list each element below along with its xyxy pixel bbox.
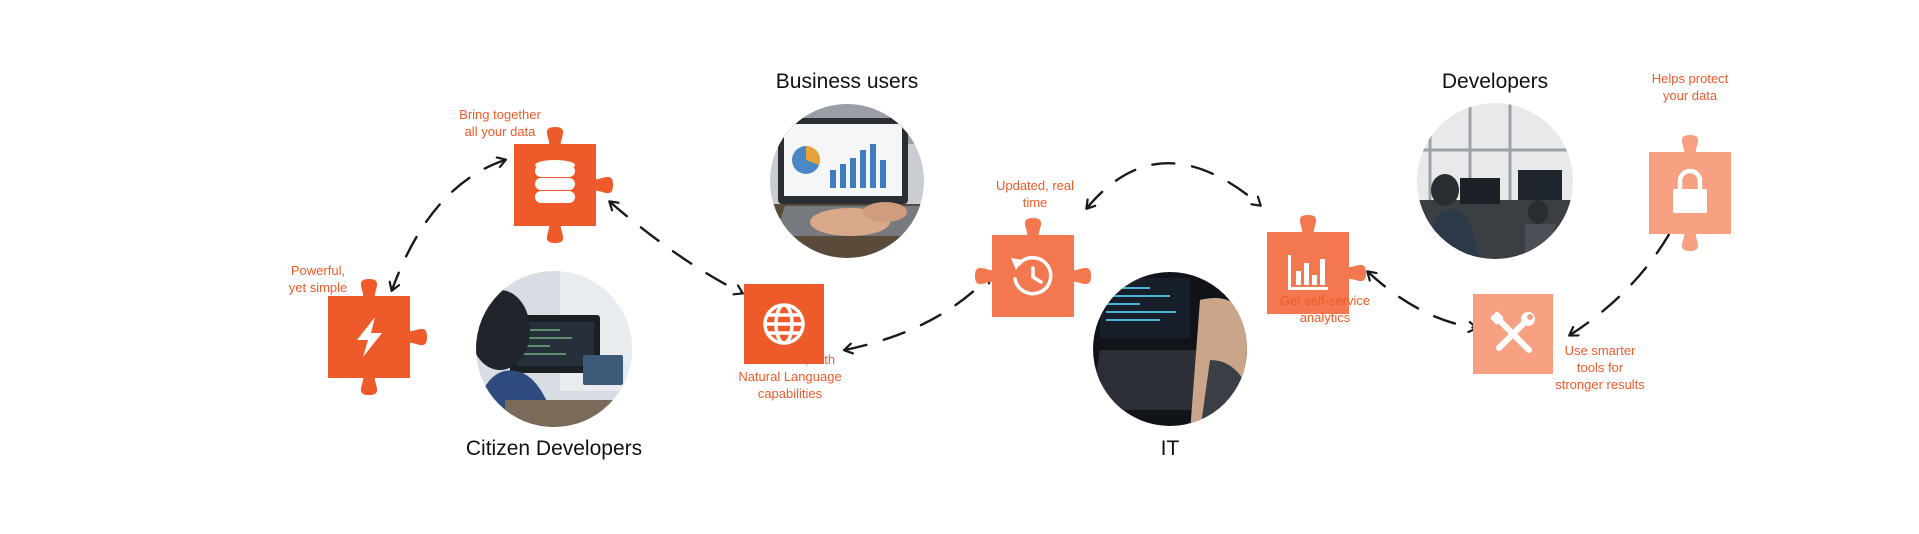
lock-icon [1673, 168, 1707, 213]
label-line: Interactive, with [744, 352, 836, 367]
arrow-smarter-tools-to-protect [1570, 222, 1676, 335]
arrow-updated-to-self-service [1087, 162, 1260, 208]
label-line: Bring together [459, 107, 541, 122]
puzzle-piece-interactive [744, 284, 824, 364]
puzzle-piece-updated [974, 217, 1092, 317]
label-powerful: Powerful, yet simple [268, 262, 368, 296]
arrow-interactive-to-updated [845, 275, 990, 350]
label-self-service: Get self-service analytics [1255, 292, 1395, 326]
arrow-bring-together-to-powerful [392, 160, 505, 290]
puzzle-piece-self-service [1267, 214, 1367, 314]
label-line: Updated, real [995, 178, 1075, 193]
puzzle-piece-bring-together [514, 126, 614, 244]
globe-icon [763, 303, 805, 345]
puzzle-piece-protect [1649, 134, 1731, 252]
bar-chart-icon [1288, 255, 1328, 290]
puzzle-pieces [328, 126, 1731, 396]
label-line: yet simple [288, 280, 348, 295]
photo-citizen-developers [476, 271, 632, 427]
lightning-icon [357, 317, 382, 357]
puzzle-piece-smarter-tools [1473, 294, 1553, 374]
label-bring-together: Bring together all your data [440, 106, 560, 140]
clock-refresh-icon [1011, 256, 1053, 296]
label-line: Natural Language [738, 369, 842, 384]
photo-developers [1417, 103, 1573, 259]
arrow-self-service-to-smarter-tools [1368, 272, 1476, 328]
label-line: your data [1662, 88, 1718, 103]
photo-business-users [770, 104, 924, 258]
tools-icon [1490, 311, 1535, 353]
label-line: Use smarter [1564, 343, 1636, 358]
label-line: all your data [464, 124, 536, 139]
arrow-bring-together-to-interactive [610, 202, 742, 293]
label-line: capabilities [757, 386, 823, 401]
photo-it [1093, 272, 1247, 426]
label-interactive: Interactive, with Natural Language capab… [720, 351, 860, 402]
label-line: time [1022, 195, 1048, 210]
puzzle-piece-powerful [328, 278, 428, 396]
label-line: Helps protect [1651, 71, 1729, 86]
database-icon [535, 160, 575, 203]
label-smarter-tools: Use smarter tools for stronger results [1540, 342, 1660, 393]
label-line: tools for [1576, 360, 1624, 375]
label-line: analytics [1299, 310, 1351, 325]
label-updated: Updated, real time [975, 177, 1095, 211]
connector-arrows [392, 160, 1676, 350]
persona-it: IT [1160, 437, 1180, 460]
label-line: Powerful, [290, 263, 346, 278]
label-line: stronger results [1555, 377, 1645, 392]
persona-developers: Developers [1441, 70, 1549, 93]
persona-citizen-developers: Citizen Developers [465, 437, 643, 460]
label-protect: Helps protect your data [1630, 70, 1750, 104]
persona-business-users: Business users [775, 70, 919, 93]
label-line: Get self-service [1279, 293, 1371, 308]
